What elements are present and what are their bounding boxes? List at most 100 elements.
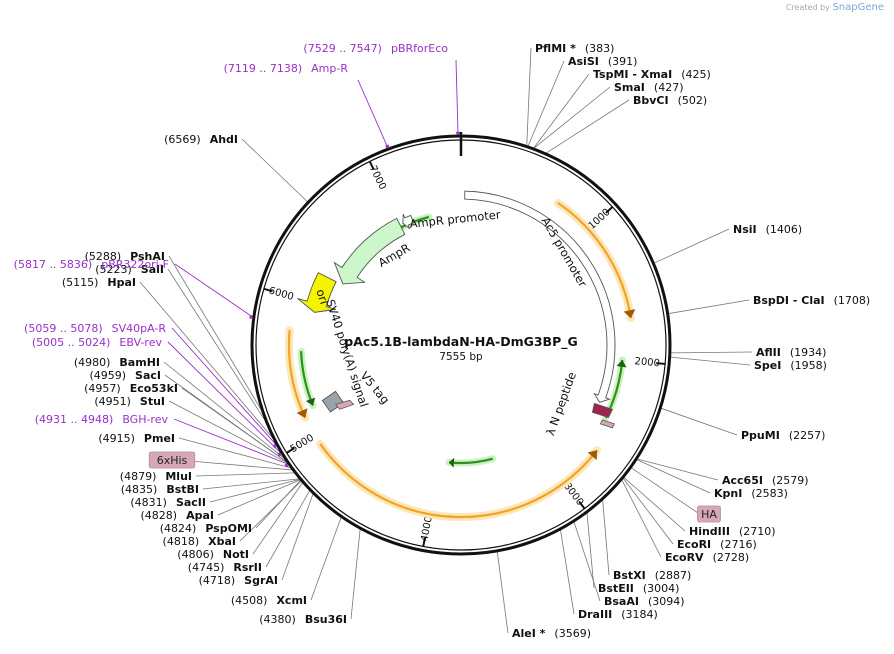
site-label-ahdi: (6569)AhdI [164, 133, 238, 146]
site-name-alei: AleI * [512, 627, 546, 640]
site-line-mlui [195, 472, 295, 477]
site-name-xbai: XbaI [208, 535, 236, 548]
tick-4000 [422, 537, 426, 547]
site-position-tspmi-xmai: (425) [681, 68, 711, 81]
site-line-hpai [139, 281, 273, 439]
site-name-bstxi: BstXI [613, 569, 646, 582]
primer-label-ebv-rev: (5005 .. 5024) EBV-rev [32, 336, 163, 349]
site-position-sgrai: (4718) [199, 574, 236, 587]
primer-label-pbrforeco: (7529 .. 7547)pBRforEco [303, 42, 448, 55]
site-line-bsu36i [350, 529, 361, 620]
tick-7000 [368, 161, 375, 170]
site-line-bbvci [545, 99, 630, 154]
primer-line-sv40pa-r [171, 327, 277, 446]
primer-line-pbrforeco [455, 59, 459, 136]
feature-v5-tag [334, 399, 355, 410]
site-name-bsteii: BstEII [598, 582, 634, 595]
site-name-spei: SpeI [754, 359, 781, 372]
site-name-tspmi-xmai: TspMI - XmaI [593, 68, 672, 81]
orf-arc-2 [287, 330, 307, 419]
site-label-sacii: (4831)SacII [130, 496, 206, 509]
site-line-bsaai [573, 521, 601, 602]
orf-arc-0 [557, 201, 632, 319]
site-line-ppumi [661, 407, 738, 436]
site-label-spei: SpeI(1958) [754, 359, 827, 372]
site-label-bstbi: (4835)BstBI [121, 483, 199, 496]
site-position-bsteii: (3004) [643, 582, 680, 595]
feature-label-sv40-poly-a-signal: SV40 poly(A) signal [323, 298, 371, 409]
site-label-ecori: EcoRI(2716) [677, 538, 757, 551]
site-position-sali: (5223) [95, 263, 132, 276]
site-line-ahdi [241, 138, 308, 203]
tag-label-ha: HA [701, 508, 717, 521]
site-label-nsii: NsiI(1406) [733, 223, 802, 236]
site-line-asisi [527, 60, 565, 147]
site-label-eco53ki: (4957)Eco53kI [84, 382, 178, 395]
primer-range-amp-r: (7119 .. 7138) [224, 62, 303, 75]
primer-name-ebv-rev: EBV-rev [119, 336, 162, 349]
site-position-stui: (4951) [94, 395, 131, 408]
site-line-bamhi [163, 361, 285, 459]
tag-label-6xhis: 6xHis [157, 454, 188, 467]
site-label-apai: (4828)ApaI [141, 509, 214, 522]
tick-label-6000: 6000 [267, 285, 294, 303]
site-label-tspmi-xmai: TspMI - XmaI (425) [593, 68, 711, 81]
primer-range-ebv-rev: (5005 .. 5024) [32, 336, 111, 349]
primer-mark-ebv-rev [277, 452, 282, 457]
site-name-sacii: SacII [176, 496, 206, 509]
site-line-nsii [654, 228, 730, 264]
site-line-hindiii [623, 477, 686, 532]
site-name-asisi: AsiSI [568, 55, 599, 68]
primer-line-amp-r [357, 79, 389, 149]
site-position-noti: (4806) [177, 548, 214, 561]
site-position-xcmi: (4508) [231, 594, 268, 607]
primer-label-bgh-rev: (4931 .. 4948)BGH-rev [35, 413, 169, 426]
site-line-saci [164, 374, 287, 462]
primer-name-sv40pa-r: SV40pA-R [112, 322, 167, 335]
feature-label-n-peptide: λ N peptide [543, 370, 579, 437]
site-line-bstxi [602, 499, 610, 576]
site-position-pflmi: (383) [585, 42, 615, 55]
site-position-rsrii: (4745) [188, 561, 225, 574]
site-name-sali: SalI [141, 263, 164, 276]
site-name-sgrai: SgrAI [244, 574, 278, 587]
plasmid-name: pAc5.1B-lambdaN-HA-DmG3BP_G [344, 334, 578, 350]
site-line-ecori [622, 478, 674, 545]
tick-5000 [286, 447, 295, 454]
credit-prefix: Created by [785, 3, 830, 12]
site-name-bamhi: BamHI [119, 356, 160, 369]
site-line-pmei [178, 437, 291, 469]
site-name-pshai: PshAI [130, 250, 165, 263]
site-line-draiii [560, 529, 575, 615]
site-line-apai [217, 479, 301, 516]
site-name-hindiii: HindIII [689, 525, 730, 538]
site-position-ecori: (2716) [720, 538, 757, 551]
site-label-alei: AleI * (3569) [512, 627, 591, 640]
tag-line-6xhis [189, 460, 293, 471]
site-label-ppumi: PpuMI(2257) [741, 429, 825, 442]
site-label-bsteii: BstEII (3004) [598, 582, 679, 595]
site-position-alei: (3569) [554, 627, 591, 640]
primer-name-amp-r: Amp-R [311, 62, 348, 75]
site-position-saci: (4959) [89, 369, 126, 382]
site-line-smai [533, 86, 611, 149]
orf-arrowhead-2 [296, 408, 308, 418]
site-label-rsrii: (4745)RsrII [188, 561, 262, 574]
site-name-ecorv: EcoRV [665, 551, 704, 564]
site-label-bamhi: (4980)BamHI [74, 356, 160, 369]
site-position-pspomi: (4824) [160, 522, 197, 535]
site-labels: PflMI *(383)AsiSI(391)TspMI - XmaI(425)S… [14, 42, 871, 640]
site-name-pmei: PmeI [144, 432, 175, 445]
primer-mark-bgh-rev [284, 463, 289, 468]
site-position-asisi: (391) [608, 55, 638, 68]
site-label-xcmi: (4508)XcmI [231, 594, 307, 607]
site-label-hpai: (5115)HpaI [62, 276, 136, 289]
site-line-sali [167, 268, 266, 421]
feature-ampr [333, 217, 406, 285]
orf-arc-1 [319, 443, 598, 519]
site-label-bsu36i: (4380)Bsu36I [259, 613, 347, 626]
site-position-bsaai: (3094) [648, 595, 685, 608]
site-name-bstbi: BstBI [166, 483, 199, 496]
feature-ac5-promoter [464, 190, 616, 403]
